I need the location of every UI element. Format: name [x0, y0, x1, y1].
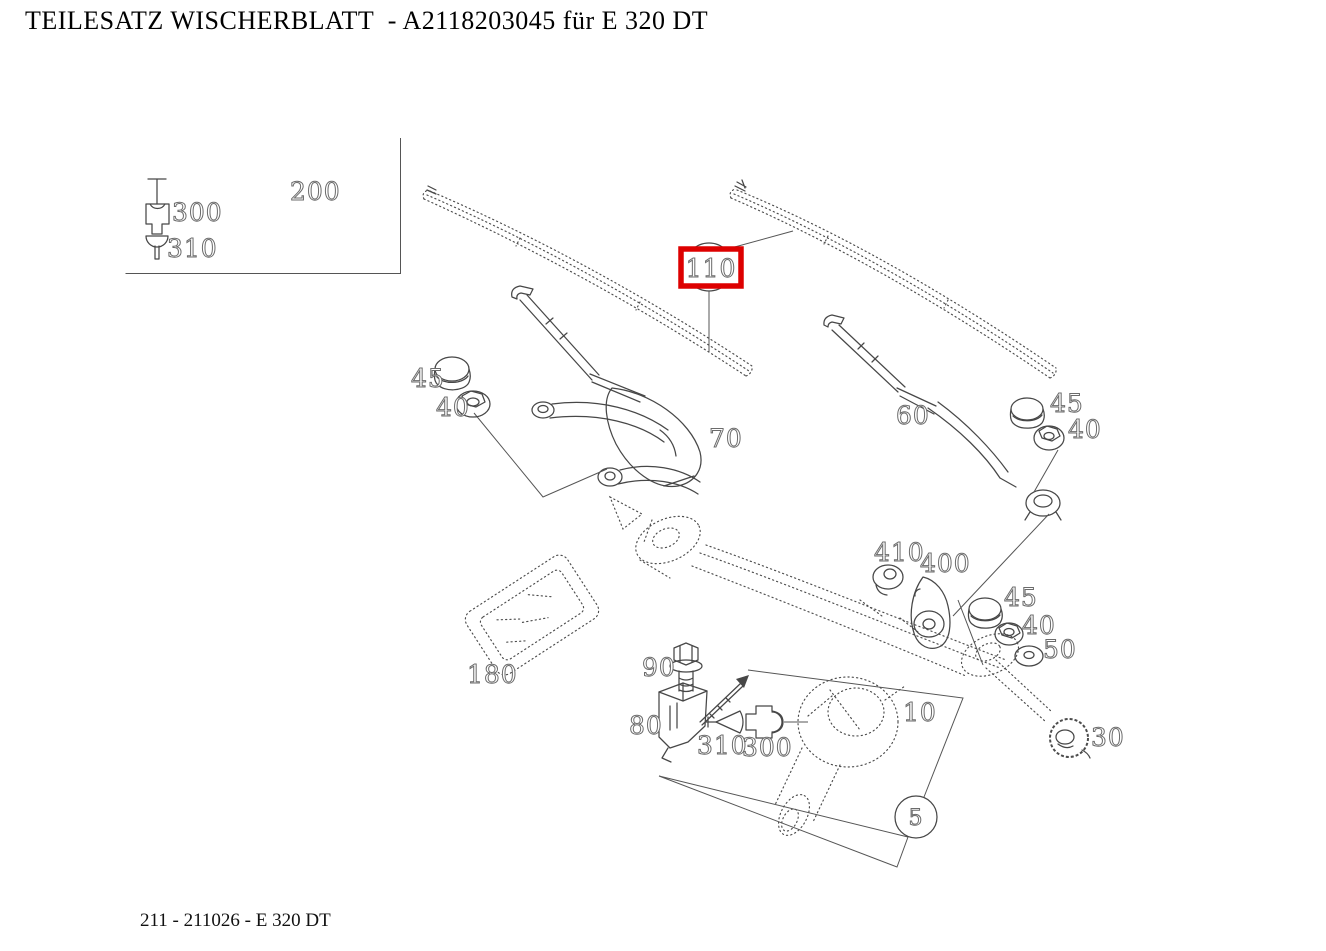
wiper-arm-right-drawing — [823, 314, 1062, 666]
wiper-blade-right-drawing — [729, 179, 1057, 379]
catalog-reference: 211 - 211026 - E 320 DT — [140, 910, 331, 931]
callout-45-pivot[interactable]: 45 — [1004, 583, 1038, 613]
callout-70[interactable]: 70 — [709, 424, 743, 454]
legend-callout-310[interactable]: 310 — [167, 234, 218, 264]
legend-box: 300 310 200 — [125, 138, 401, 274]
callout-5[interactable]: 5 — [908, 806, 924, 832]
callout-60[interactable]: 60 — [896, 401, 930, 431]
callout-45-left[interactable]: 45 — [411, 364, 445, 394]
nut-40-pivot-icon — [994, 622, 1024, 646]
callout-410[interactable]: 410 — [874, 538, 925, 568]
cap-45-pivot-icon — [967, 597, 1003, 629]
callout-50[interactable]: 50 — [1043, 635, 1077, 665]
callout-30[interactable]: 30 — [1091, 723, 1125, 753]
callout-40-right[interactable]: 40 — [1068, 415, 1102, 445]
callout-300[interactable]: 300 — [742, 733, 793, 763]
callout-40-left[interactable]: 40 — [436, 393, 470, 423]
callout-10[interactable]: 10 — [903, 698, 937, 728]
cap-45-left-icon — [433, 356, 471, 391]
assembly-outline — [658, 669, 964, 868]
callout-80[interactable]: 80 — [629, 711, 663, 741]
legend-callout-200[interactable]: 200 — [290, 177, 341, 207]
bracket-400-icon — [910, 576, 951, 649]
callout-180[interactable]: 180 — [467, 660, 518, 690]
wiper-adapter-icon — [145, 178, 170, 235]
knurled-nut-30-icon — [1049, 718, 1091, 759]
wiper-arm-left-drawing — [473, 285, 702, 498]
control-unit-180-drawing — [464, 554, 600, 676]
callout-40-pivot[interactable]: 40 — [1022, 611, 1056, 641]
nut-40-right-icon — [1033, 425, 1065, 451]
wiper-blade-left-drawing — [422, 185, 753, 377]
callout-400[interactable]: 400 — [920, 549, 971, 579]
callout-90[interactable]: 90 — [642, 653, 676, 683]
callout-110[interactable]: 110 — [685, 254, 737, 284]
legend-callout-300[interactable]: 300 — [172, 198, 223, 228]
callout-310[interactable]: 310 — [697, 731, 748, 761]
cap-45-right-icon — [1009, 397, 1045, 429]
wiper-linkage-drawing — [608, 495, 1053, 723]
callouts: 45 40 70 60 45 40 410 400 45 40 50 180 9… — [411, 364, 1125, 832]
washer-50-icon — [1014, 645, 1044, 667]
mount-bracket-80-drawing — [658, 675, 749, 763]
grommet-410-icon — [872, 564, 904, 596]
page-title: TEILESATZ WISCHERBLATT - A2118203045 für… — [25, 6, 709, 35]
wiper-motor-drawing — [774, 676, 906, 836]
direction-arrow-icon — [736, 675, 749, 688]
callout-110-group: 110 — [678, 230, 794, 352]
callout-45-right[interactable]: 45 — [1050, 389, 1084, 419]
nut-40-left-icon — [455, 390, 491, 418]
selected-part-highlight-box[interactable] — [678, 246, 744, 289]
rivet-icon — [145, 235, 169, 260]
connector-300-icon — [745, 705, 808, 739]
callout-circle-5[interactable] — [894, 795, 938, 839]
bolt-90-icon — [669, 642, 703, 693]
rivet-310-icon — [705, 710, 744, 734]
